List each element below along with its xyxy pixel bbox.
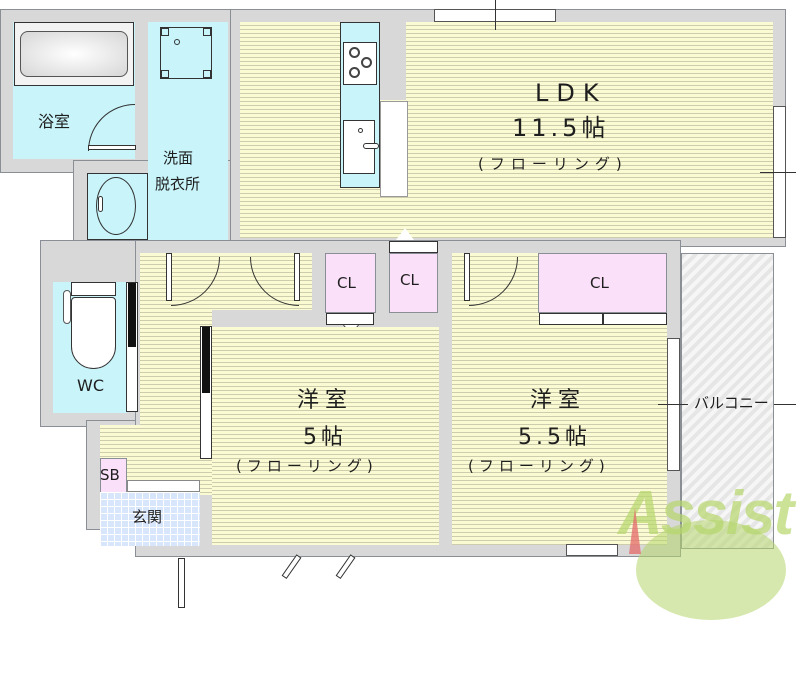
kitchen-island [380, 101, 408, 197]
utility-door-1[interactable] [281, 554, 302, 580]
room-washroom [148, 22, 228, 240]
door-panel [202, 327, 210, 393]
burner-icon [349, 67, 360, 78]
room-bedroom-1 [212, 327, 439, 545]
sink-drain-icon [358, 128, 363, 133]
toilet-sliding-door[interactable] [126, 282, 138, 412]
entrance-label: 玄関 [132, 508, 163, 526]
balcony-marker-line [774, 404, 796, 405]
entrance [100, 492, 200, 546]
ldk-floor-type: (フローリング) [478, 155, 628, 173]
toilet-bowl [71, 297, 116, 369]
ldk-size: 11.5帖 [512, 114, 610, 142]
closet-1-label: CL [337, 274, 356, 292]
balcony-label: バルコニー [694, 394, 769, 412]
bedroom-1-floor-type: (フローリング) [236, 457, 378, 475]
closet-1 [325, 253, 376, 313]
drain-icon [174, 39, 180, 45]
closet-3-label-overlay: CL [590, 274, 609, 292]
bathroom-door-leaf[interactable] [88, 145, 136, 150]
bedroom-2-size: 5.5帖 [518, 425, 591, 450]
kitchen-sink [343, 120, 379, 174]
washroom-label-line1: 洗面 [163, 149, 194, 167]
bathroom-label: 浴室 [38, 112, 71, 131]
door-direction-icon [396, 228, 414, 240]
closet-1-door[interactable] [326, 313, 374, 325]
watermark-logo: Assist [618, 479, 794, 548]
closet-3-cover [538, 253, 667, 313]
washing-machine-corner [161, 70, 169, 78]
watermark-circle [636, 520, 786, 620]
closet-3-door-left[interactable] [539, 313, 603, 325]
washing-machine-corner [203, 28, 211, 36]
burner-icon [361, 57, 372, 68]
bedroom-1-size: 5帖 [303, 425, 347, 450]
bedroom-1-name: 洋室 [297, 388, 354, 413]
washing-machine-corner [161, 28, 169, 36]
burner-icon [349, 47, 360, 58]
bedroom-2-name: 洋室 [530, 388, 587, 413]
bedroom-1-sliding-door[interactable] [200, 326, 212, 459]
closet-2-label: CL [400, 271, 419, 289]
washroom-label-line2: 脱衣所 [155, 175, 201, 193]
bedroom-2-floor-type: (フローリング) [468, 457, 610, 475]
closet-2-door[interactable] [389, 241, 438, 253]
window-marker [760, 172, 796, 173]
stove [343, 42, 377, 85]
washing-machine-corner [203, 70, 211, 78]
door-panel [128, 283, 136, 347]
entrance-door[interactable] [178, 558, 185, 608]
ldk-name: LDK [535, 79, 607, 107]
bedroom-2-bottom-window [566, 544, 618, 556]
closet-2 [389, 253, 438, 313]
room-ldk [240, 22, 773, 238]
hallway-lower-gap [127, 480, 200, 492]
wash-basin-faucet [98, 196, 103, 212]
bathtub-basin [20, 31, 128, 77]
watermark-accent [629, 508, 641, 554]
toilet-tank [71, 282, 116, 296]
toilet-remote-icon [63, 290, 71, 324]
closet-3-door-right[interactable] [603, 313, 667, 325]
utility-door-2[interactable] [335, 554, 356, 580]
shoe-box-label: SB [100, 466, 120, 484]
bathtub [14, 22, 134, 86]
window-marker [495, 0, 496, 30]
washing-machine [160, 27, 212, 79]
balcony-marker-line [658, 404, 688, 405]
sink-faucet-icon [363, 143, 379, 149]
toilet-label: WC [77, 376, 104, 395]
balcony [681, 253, 774, 549]
